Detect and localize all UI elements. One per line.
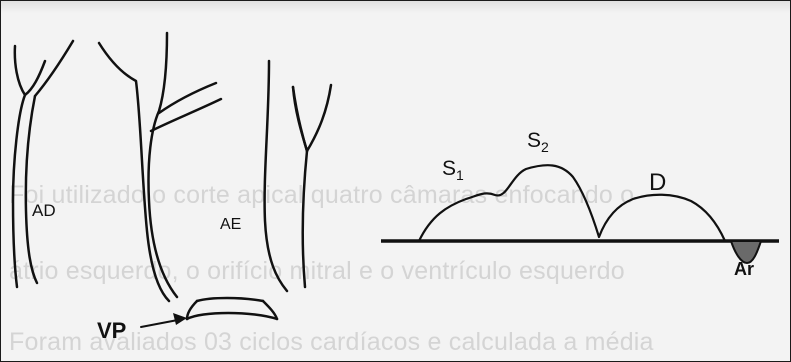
label-s1-letter: S [442,157,456,180]
vp-arrow-head [173,313,187,325]
left-atrium-right-outer [265,61,287,291]
left-atrium-right-inner [293,87,307,287]
right-vessel-branch-fork [45,41,73,61]
septum-right-wall [148,33,177,297]
label-left-atrium: AE [220,216,241,234]
right-vessel-branch-left [25,61,45,95]
septum-branch [159,83,216,113]
label-d-wave: D [649,169,666,197]
left-atrium-vessel-branch-a [307,85,331,151]
label-s2-wave: S2 [527,129,549,155]
label-s1-subscript: 1 [456,167,464,183]
label-s1-wave: S1 [442,157,464,183]
right-atrium-inner-wall [26,96,37,283]
label-right-atrium: AD [32,201,56,221]
label-ar-wave: Ar [734,259,754,280]
label-s2-letter: S [527,129,541,152]
mitral-opening-bottom [187,313,277,319]
label-s2-subscript: 2 [541,139,549,155]
left-atrium-vessel-branch-b [293,87,307,151]
label-pulmonary-vein: VP [97,318,126,344]
right-atrium-outer-wall [13,46,25,287]
doppler-waveform [419,165,725,241]
mitral-opening-top [197,298,263,301]
